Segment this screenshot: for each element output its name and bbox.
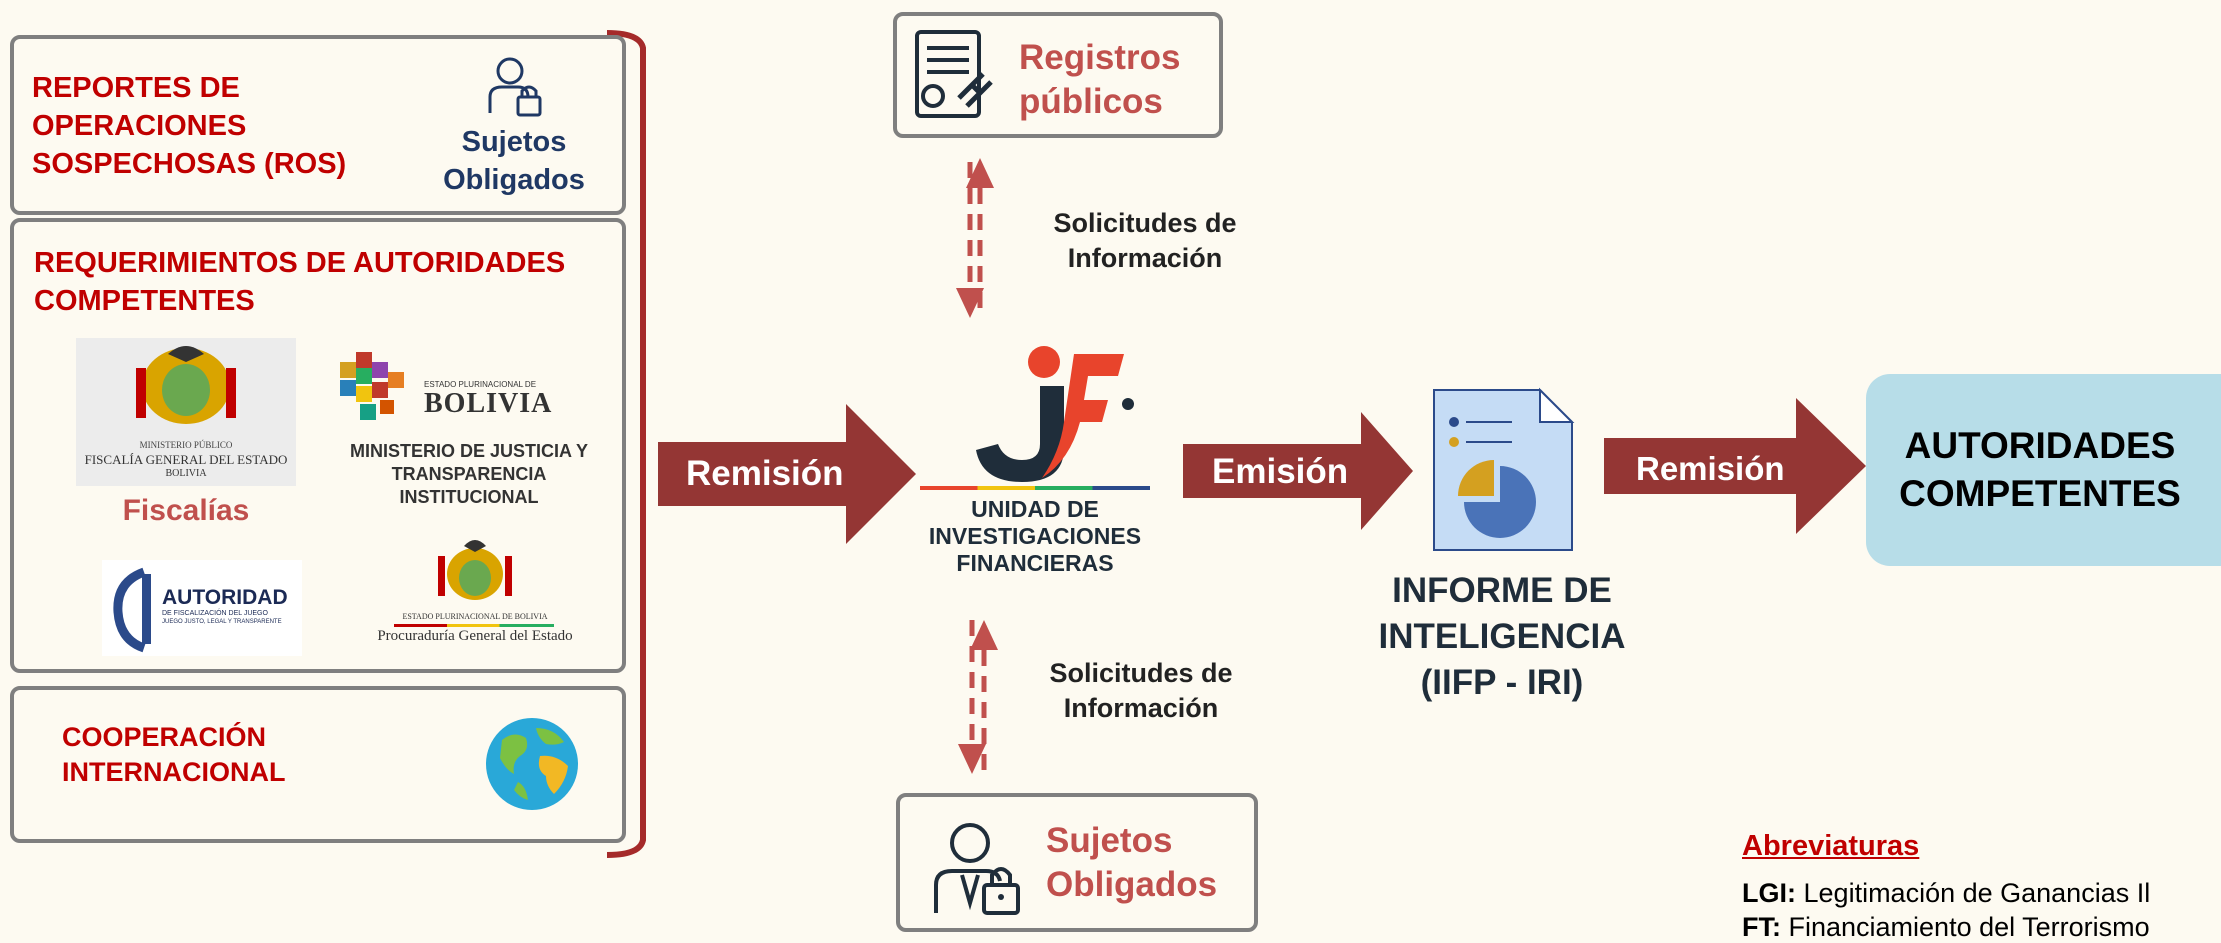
ros-box: REPORTES DE OPERACIONES SOSPECHOSAS (ROS… (10, 35, 626, 215)
remision-arrow-2 (1604, 398, 1866, 534)
registros-box: Registros públicos (893, 12, 1223, 138)
informe-label: INFORME DE INTELIGENCIA (IIFP - IRI) (1378, 571, 1626, 702)
abreviatura-value: Legitimación de Ganancias Il (1803, 878, 2151, 908)
bolivia-mosaic-logo (340, 352, 404, 420)
procuraduria-caption: Procuraduría General del Estado (377, 628, 573, 644)
person-lock-icon (930, 819, 1024, 920)
sujetos-bottom-label: Sujetos Obligados (1046, 821, 1218, 904)
abreviatura-value: Financiamiento del Terrorismo (1788, 912, 2150, 942)
sujetos-bottom-box: Sujetos Obligados (896, 793, 1258, 932)
fiscalia-line2: FISCALÍA GENERAL DEL ESTADO (84, 452, 288, 467)
procuraduria-small: ESTADO PLURINACIONAL DE BOLIVIA (402, 612, 548, 621)
fiscalias-label: Fiscalías (122, 494, 250, 527)
fiscalia-line1: MINISTERIO PÚBLICO (139, 440, 233, 450)
autoridades-box (1866, 374, 2221, 566)
ros-title: REPORTES DE OPERACIONES SOSPECHOSAS (ROS… (32, 72, 347, 180)
globe-icon (486, 718, 578, 810)
remision-arrow-1 (658, 404, 916, 544)
remision-label-1: Remisión (686, 454, 844, 493)
solicitudes-bottom-label: Solicitudes de Información (1049, 658, 1233, 723)
registros-label: Registros públicos (1019, 38, 1181, 121)
aj-logo: AUTORIDAD DE FISCALIZACIÓN DEL JUEGO JUE… (102, 560, 302, 656)
uif-logo-mark (976, 346, 1134, 482)
ros-sujetos-label: Sujetos Obligados (443, 126, 585, 196)
abreviatura-key: LGI: (1742, 878, 1796, 908)
uif-stripe (920, 486, 1150, 490)
emision-arrow (1183, 412, 1413, 530)
abreviatura-key: FT: (1742, 912, 1781, 942)
fiscalia-line3: BOLIVIA (165, 468, 207, 479)
ministerio-logo-small: ESTADO PLURINACIONAL DE (424, 380, 537, 389)
solicitudes-top-label: Solicitudes de Información (1053, 208, 1237, 273)
abreviaturas-title: Abreviaturas (1742, 830, 1920, 862)
report-pie-icon (1433, 387, 1575, 551)
uif-name: UNIDAD DE INVESTIGACIONES FINANCIERAS (928, 496, 1142, 576)
ministerio-caption: MINISTERIO DE JUSTICIA Y TRANSPARENCIA I… (349, 441, 589, 507)
aj-title: AUTORIDAD (162, 586, 288, 609)
bolivia-coat-of-arms-logo (438, 540, 512, 600)
autoridades-label: AUTORIDADES COMPETENTES (1899, 425, 2181, 514)
abreviatura-item: LGI: Legitimación de Ganancias Il (1742, 878, 2150, 909)
document-gavel-icon (909, 28, 993, 129)
solicitudes-bottom-arrows (958, 620, 998, 774)
aj-sub1: DE FISCALIZACIÓN DEL JUEGO (162, 610, 268, 617)
fiscalia-logo: MINISTERIO PÚBLICO FISCALÍA GENERAL DEL … (76, 338, 296, 486)
cooperacion-box: COOPERACIÓN INTERNACIONAL (10, 686, 626, 843)
ministerio-logo-big: BOLIVIA (424, 388, 553, 419)
remision-label-2: Remisión (1636, 450, 1785, 487)
person-lock-icon (484, 53, 544, 122)
procuraduria-stripe (394, 624, 554, 627)
requerimientos-box: REQUERIMIENTOS DE AUTORIDADES COMPETENTE… (10, 218, 626, 673)
cooperacion-title: COOPERACIÓN INTERNACIONAL (62, 722, 286, 787)
aj-sub2: JUEGO JUSTO, LEGAL Y TRANSPARENTE (162, 619, 282, 625)
requerimientos-title: REQUERIMIENTOS DE AUTORIDADES COMPETENTE… (34, 247, 566, 317)
emision-label: Emisión (1212, 452, 1349, 491)
abreviatura-item: FT: Financiamiento del Terrorismo (1742, 912, 2150, 943)
solicitudes-top-arrows (956, 158, 994, 318)
